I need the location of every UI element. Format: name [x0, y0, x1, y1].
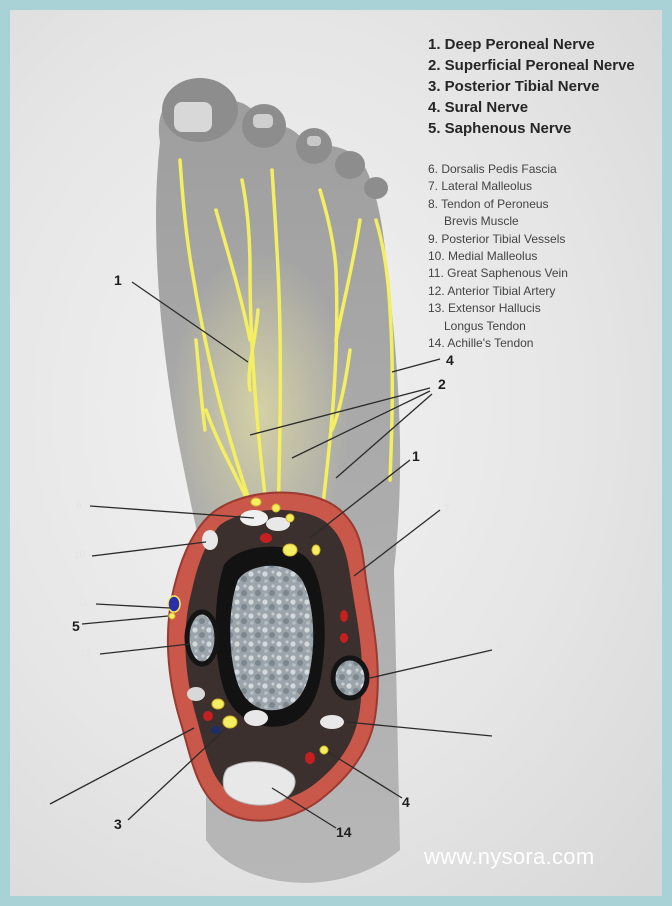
tibia-bone [230, 566, 313, 710]
callout-faint: 12 [80, 648, 91, 659]
toe-5 [364, 177, 388, 199]
foot-illustration [10, 10, 662, 896]
callout-faint: 11 [78, 598, 88, 609]
legend-item: 12. Anterior Tibial Artery [428, 283, 568, 300]
legend-item-continued: Brevis Muscle [428, 213, 568, 230]
legend-item: 2. Superficial Peroneal Nerve [428, 55, 635, 76]
big-toe-nail [174, 102, 212, 132]
achilles-tendon [223, 762, 295, 805]
toe-2-nail [253, 114, 273, 128]
callout-faint: 9 [496, 642, 502, 653]
callout-3: 3 [114, 816, 122, 832]
tendon-left [202, 530, 218, 550]
diagram-frame: 1. Deep Peroneal Nerve 2. Superficial Pe… [10, 10, 662, 896]
toe-4 [335, 151, 365, 179]
legend-primary: 1. Deep Peroneal Nerve 2. Superficial Pe… [428, 34, 635, 139]
watermark: www.nysora.com [424, 844, 594, 870]
callout-1-lower: 1 [412, 448, 420, 464]
callout-faint: 7 [444, 504, 450, 515]
fibula-bone [333, 658, 367, 698]
legend-item: 1. Deep Peroneal Nerve [428, 34, 635, 55]
callout-faint: 8 [36, 800, 42, 811]
legend-item: 11. Great Saphenous Vein [428, 265, 568, 282]
callout-faint: 13 [496, 730, 507, 741]
callout-2: 2 [438, 376, 446, 392]
legend-item: 3. Posterior Tibial Nerve [428, 76, 635, 97]
legend-item: 9. Posterior Tibial Vessels [428, 231, 568, 248]
callout-faint: 10 [74, 550, 85, 561]
legend-item: 7. Lateral Malleolus [428, 178, 568, 195]
legend-item: 5. Saphenous Nerve [428, 118, 635, 139]
legend-item: 4. Sural Nerve [428, 97, 635, 118]
posterior-tibial-vein [211, 726, 221, 734]
legend-item-continued: Longus Tendon [428, 318, 568, 335]
toe-3-nail [307, 136, 321, 146]
callout-1-top: 1 [114, 272, 122, 288]
callout-4-bottom: 4 [402, 794, 410, 810]
callout-faint: 6 [76, 500, 82, 511]
legend-item: 14. Achille's Tendon [428, 335, 568, 352]
tendon-bottom-mid [244, 710, 268, 726]
legend-item: 10. Medial Malleolus [428, 248, 568, 265]
great-saphenous-vein [168, 596, 180, 612]
legend-item: 13. Extensor Hallucis [428, 300, 568, 317]
legend-secondary: 6. Dorsalis Pedis Fascia 7. Lateral Mall… [428, 161, 568, 352]
medial-malleolus [187, 612, 217, 664]
tendon-bottom-right [320, 715, 344, 729]
tendon-bottom-left [187, 687, 205, 701]
legend-item: 6. Dorsalis Pedis Fascia [428, 161, 568, 178]
callout-5: 5 [72, 618, 80, 634]
legend-item: 8. Tendon of Peroneus [428, 196, 568, 213]
callout-14: 14 [336, 824, 352, 840]
callout-4-top: 4 [446, 352, 454, 368]
